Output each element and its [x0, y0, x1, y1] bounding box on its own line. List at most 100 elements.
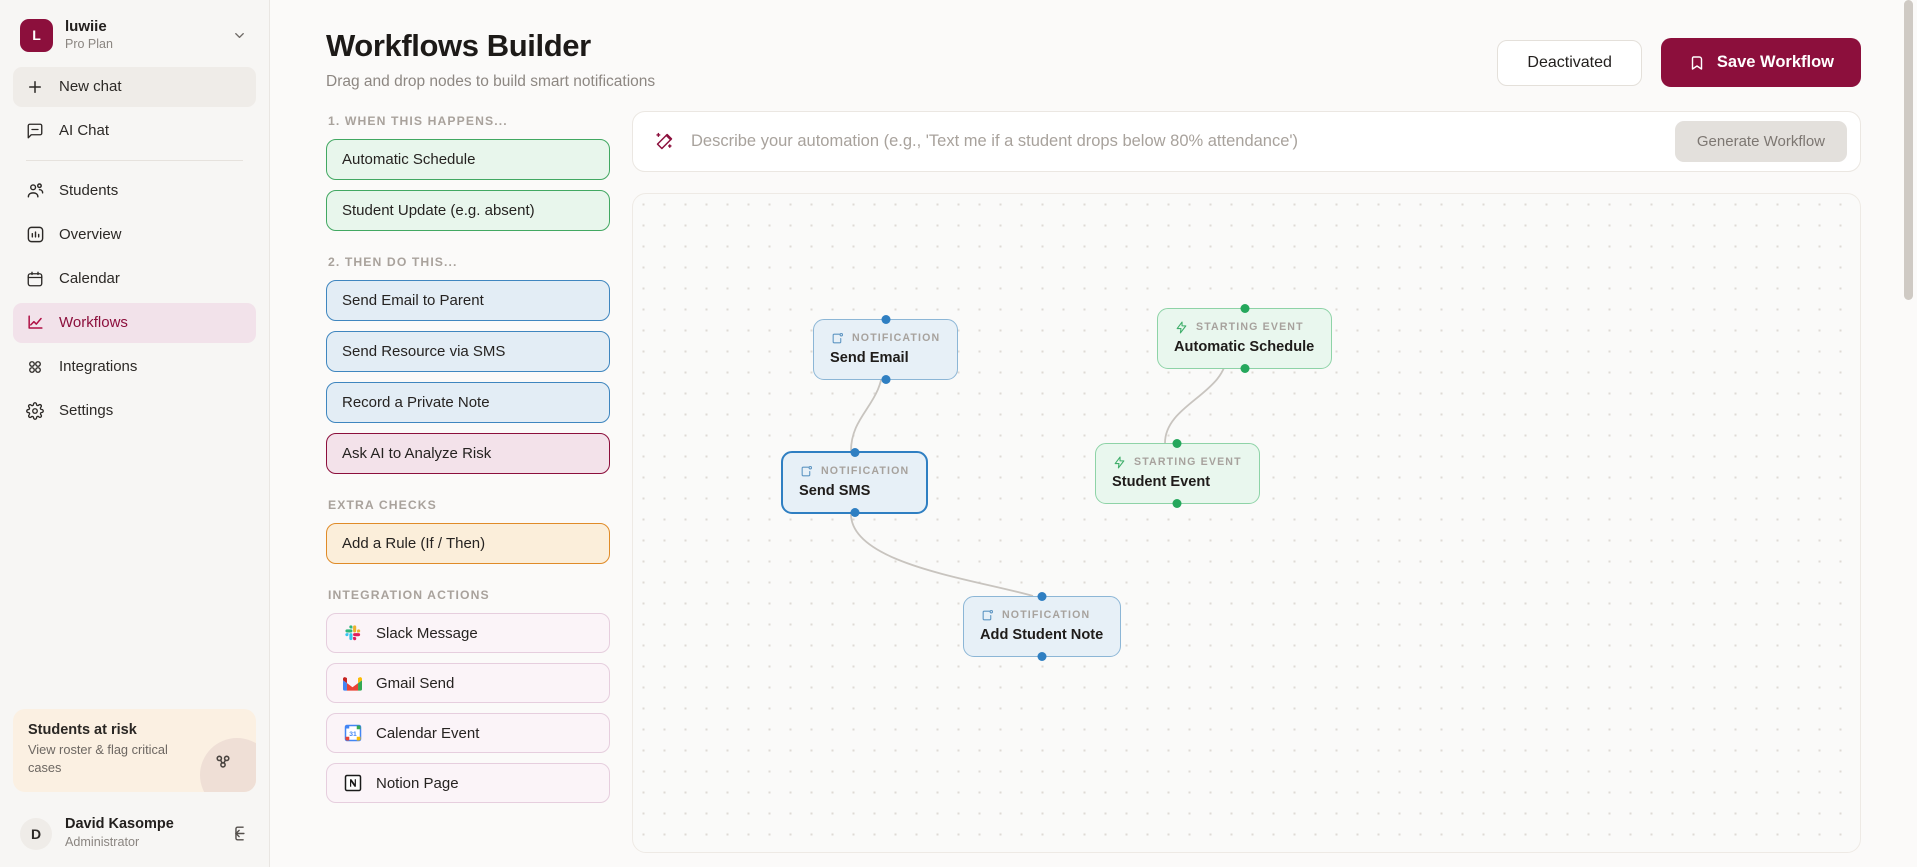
palette-card-add-a-rule[interactable]: Add a Rule (If / Then) [326, 523, 610, 564]
workflow-node-student-event[interactable]: STARTING EVENT Student Event [1095, 439, 1260, 508]
node-handle-bottom[interactable] [850, 508, 860, 517]
notification-icon [980, 608, 994, 622]
bookmark-icon [1688, 54, 1706, 72]
user-profile[interactable]: D David Kasompe Administrator [0, 804, 269, 867]
palette-card-slack-message[interactable]: Slack Message [326, 613, 610, 653]
workflow-node-add-student-note[interactable]: NOTIFICATION Add Student Note [963, 592, 1122, 661]
palette-card-calendar-event[interactable]: 31 Calendar Event [326, 713, 610, 753]
workspace-plan: Pro Plan [65, 37, 113, 52]
page-scrollbar[interactable] [1904, 0, 1915, 867]
palette-card-label: Notion Page [376, 774, 459, 792]
palette-card-ask-ai-to-analyze-risk[interactable]: Ask AI to Analyze Risk [326, 433, 610, 474]
sidebar-item-ai-chat[interactable]: AI Chat [13, 111, 256, 151]
plus-icon [25, 77, 45, 97]
bar-chart-icon [25, 225, 45, 245]
ai-prompt-bar: Generate Workflow [632, 111, 1861, 172]
new-chat-button[interactable]: New chat [13, 66, 256, 107]
node-handle-bottom[interactable] [1240, 364, 1250, 373]
node-handle-bottom[interactable] [1037, 652, 1047, 661]
notion-icon [342, 773, 363, 794]
page-header: Workflows Builder Drag and drop nodes to… [270, 0, 1917, 91]
user-name: David Kasompe [65, 816, 174, 833]
sidebar-item-label: Integrations [59, 358, 138, 376]
sidebar-nav: New chat AI Chat Students Overview [0, 66, 269, 435]
palette-section-heading: INTEGRATION ACTIONS [328, 588, 490, 602]
node-kind: STARTING EVENT [1112, 455, 1242, 469]
palette-card-automatic-schedule[interactable]: Automatic Schedule [326, 139, 610, 180]
node-handle-top[interactable] [1240, 304, 1250, 313]
new-chat-label: New chat [59, 78, 122, 96]
node-kind: STARTING EVENT [1174, 320, 1314, 334]
users-group-icon [200, 738, 256, 793]
workspace-name: luwiie [65, 18, 107, 35]
palette-card-label: Gmail Send [376, 674, 455, 692]
workflow-node-automatic-schedule[interactable]: STARTING EVENT Automatic Schedule [1157, 304, 1333, 373]
body-area: 1. WHEN THIS HAPPENS... Automatic Schedu… [270, 91, 1917, 853]
sidebar-item-settings[interactable]: Settings [13, 391, 256, 431]
workflow-node-send-email[interactable]: NOTIFICATION Send Email [813, 315, 959, 384]
sidebar-item-label: Settings [59, 402, 114, 420]
palette-card-record-a-private-note[interactable]: Record a Private Note [326, 382, 610, 423]
workspace-switcher[interactable]: L luwiie Pro Plan [0, 0, 269, 67]
palette-section-heading: 2. THEN DO THIS... [328, 255, 458, 269]
svg-text:31: 31 [349, 731, 357, 738]
gear-icon [25, 401, 45, 421]
header-actions: Deactivated Save Workflow [1497, 28, 1861, 87]
lightning-bolt-icon [1112, 455, 1126, 469]
scrollbar-thumb[interactable] [1904, 0, 1913, 300]
automation-prompt-input[interactable] [691, 132, 1660, 151]
palette-card-gmail-send[interactable]: Gmail Send [326, 663, 610, 703]
magic-wand-icon [654, 131, 676, 152]
google-calendar-icon: 31 [342, 723, 363, 744]
sidebar-item-students[interactable]: Students [13, 171, 256, 211]
notification-icon [799, 464, 813, 478]
workspace-avatar: L [20, 18, 53, 52]
node-kind-label: NOTIFICATION [852, 332, 941, 344]
node-label: Add Student Note [980, 627, 1104, 643]
palette-card-student-update[interactable]: Student Update (e.g. absent) [326, 190, 610, 231]
save-workflow-button[interactable]: Save Workflow [1660, 38, 1861, 87]
logout-icon[interactable] [232, 824, 251, 843]
users-icon [25, 181, 45, 201]
sidebar-item-workflows[interactable]: Workflows [13, 302, 256, 343]
node-label: Send Email [830, 350, 909, 366]
node-kind-label: NOTIFICATION [821, 465, 910, 477]
palette-card-notion-page[interactable]: Notion Page [326, 763, 610, 803]
workflow-edges [850, 352, 1228, 597]
node-label: Automatic Schedule [1174, 339, 1315, 355]
node-handle-bottom[interactable] [1172, 499, 1182, 508]
sidebar-item-calendar[interactable]: Calendar [13, 259, 256, 299]
avatar: D [20, 817, 52, 850]
workflow-canvas[interactable]: NOTIFICATION Send Email NOTIFICATION [632, 193, 1861, 853]
gmail-icon [342, 673, 363, 694]
notification-icon [830, 331, 844, 345]
deactivated-toggle-button[interactable]: Deactivated [1497, 39, 1642, 86]
palette-card-send-resource-via-sms[interactable]: Send Resource via SMS [326, 331, 610, 372]
sidebar-item-label: Overview [59, 226, 122, 244]
slack-icon [342, 623, 363, 644]
generate-workflow-button[interactable]: Generate Workflow [1674, 121, 1847, 162]
node-label: Send SMS [799, 483, 871, 499]
students-at-risk-card[interactable]: Students at risk View roster & flag crit… [13, 709, 256, 793]
node-handle-top[interactable] [1037, 592, 1047, 601]
workflow-node-send-sms[interactable]: NOTIFICATION Send SMS [781, 448, 929, 517]
save-workflow-label: Save Workflow [1716, 53, 1834, 71]
node-kind-label: STARTING EVENT [1134, 456, 1242, 468]
node-handle-bottom[interactable] [881, 375, 891, 384]
node-label: Student Event [1112, 474, 1211, 490]
palette-section-heading: 1. WHEN THIS HAPPENS... [328, 114, 508, 128]
node-kind-label: NOTIFICATION [1002, 609, 1091, 621]
palette-card-send-email-to-parent[interactable]: Send Email to Parent [326, 280, 610, 321]
sidebar-item-overview[interactable]: Overview [13, 215, 256, 255]
sidebar-item-integrations[interactable]: Integrations [13, 347, 256, 387]
node-kind-label: STARTING EVENT [1196, 321, 1304, 333]
node-handle-top[interactable] [850, 448, 860, 457]
node-palette: 1. WHEN THIS HAPPENS... Automatic Schedu… [326, 111, 610, 853]
node-handle-top[interactable] [1172, 439, 1182, 448]
lightning-bolt-icon [1174, 320, 1188, 334]
chat-bubble-icon [25, 121, 45, 141]
palette-section-heading: EXTRA CHECKS [328, 498, 437, 512]
main-content: Workflows Builder Drag and drop nodes to… [270, 0, 1917, 867]
node-handle-top[interactable] [881, 315, 891, 324]
